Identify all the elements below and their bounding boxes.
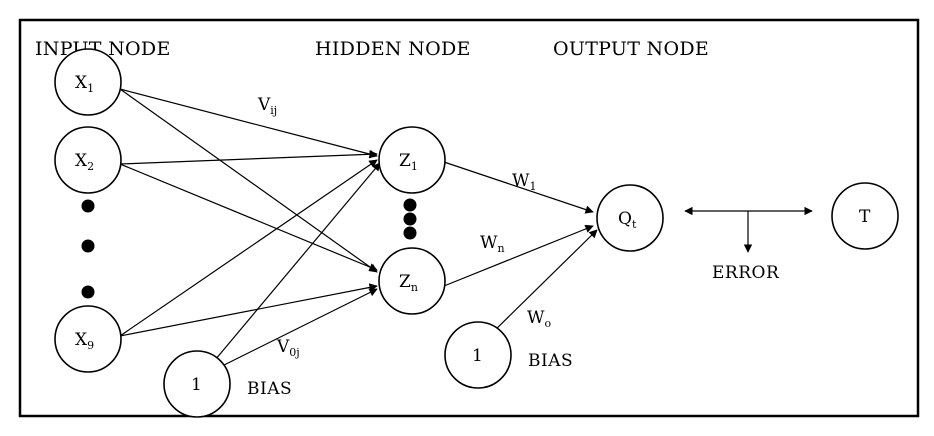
edge-x1-z1 bbox=[119, 88, 378, 159]
node-x9: X9 bbox=[54, 305, 122, 373]
ellipsis-dot bbox=[403, 226, 417, 240]
edge-x9-z1 bbox=[119, 159, 378, 337]
edge-x1-zn bbox=[119, 88, 378, 273]
svg-text:1: 1 bbox=[191, 375, 202, 395]
svg-text:Zn: Zn bbox=[399, 272, 418, 294]
svg-text:Qt: Qt bbox=[618, 209, 637, 231]
ellipsis-dot bbox=[81, 239, 95, 253]
edge-x2-zn bbox=[119, 163, 378, 272]
node-z1: Z1 bbox=[378, 126, 446, 194]
header-output-node: OUTPUT NODE bbox=[553, 38, 709, 60]
edge-z1-qt bbox=[443, 161, 594, 214]
ellipsis-dot bbox=[81, 199, 95, 213]
weight-label-w1: W1 bbox=[512, 171, 536, 193]
svg-text:X9: X9 bbox=[75, 330, 94, 352]
svg-text:X2: X2 bbox=[75, 151, 94, 173]
ellipsis-dot bbox=[403, 198, 417, 212]
node-zn: Zn bbox=[378, 247, 446, 315]
svg-text:X1: X1 bbox=[75, 73, 94, 95]
svg-text:T: T bbox=[859, 207, 871, 227]
node-bias-hidden: 1 bbox=[163, 350, 231, 418]
edge-x9-zn bbox=[119, 283, 378, 337]
edge-x2-z1 bbox=[119, 150, 378, 165]
bias-label-hidden: BIAS bbox=[247, 379, 292, 399]
node-bias-output: 1 bbox=[444, 321, 512, 389]
svg-text:1: 1 bbox=[472, 346, 483, 366]
node-qt: Qt bbox=[596, 184, 664, 252]
node-t: T bbox=[831, 182, 899, 250]
edge-bias-qt bbox=[489, 229, 598, 336]
bias-label-output: BIAS bbox=[528, 351, 573, 371]
ellipsis-dot bbox=[81, 285, 95, 299]
node-x1: X1 bbox=[54, 48, 122, 116]
node-x2: X2 bbox=[54, 126, 122, 194]
edge-bias-zn bbox=[213, 288, 378, 371]
svg-text:Z1: Z1 bbox=[399, 151, 418, 173]
diagram-frame bbox=[18, 18, 920, 418]
weight-label-wn: Wn bbox=[480, 233, 505, 255]
edge-zn-qt bbox=[443, 224, 594, 287]
weight-label-vij: Vij bbox=[257, 95, 277, 117]
header-hidden-node: HIDDEN NODE bbox=[315, 38, 471, 60]
edge-bias-z1 bbox=[209, 162, 381, 367]
weight-label-wo: Wo bbox=[527, 308, 551, 330]
weight-label-v0j: V0j bbox=[276, 337, 300, 359]
ellipsis-dot bbox=[403, 212, 417, 226]
error-label: ERROR bbox=[712, 263, 780, 283]
